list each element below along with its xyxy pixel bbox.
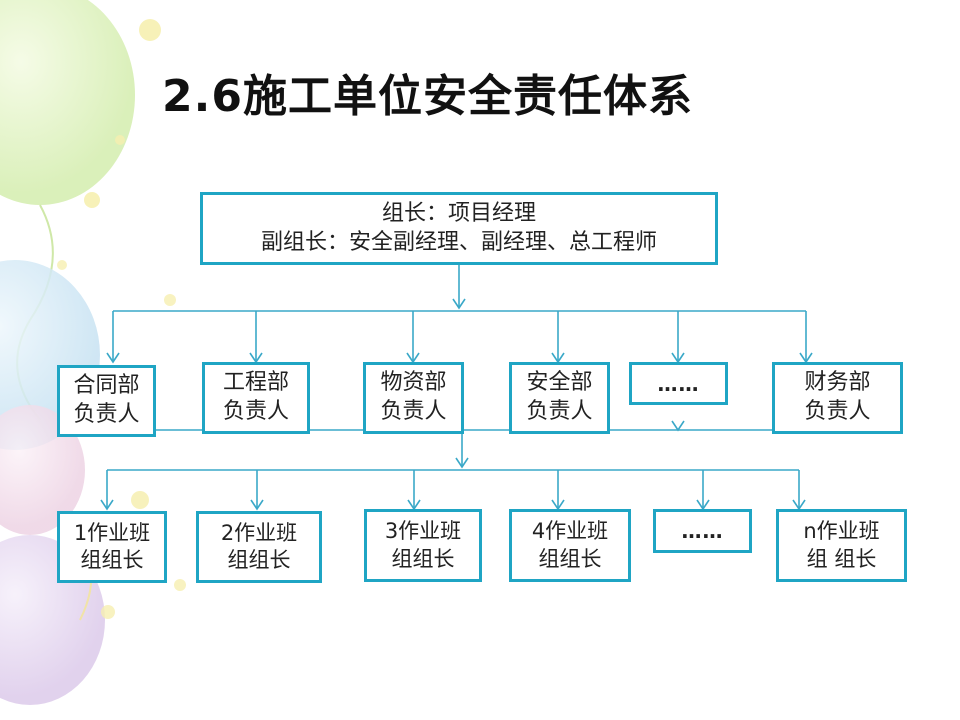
- team-box-2: 2作业班 组组长: [196, 511, 322, 583]
- department-role: 负责人: [804, 399, 871, 424]
- team-role: 组 组长: [806, 546, 877, 571]
- team-role: 组组长: [80, 548, 144, 572]
- department-role: 负责人: [380, 399, 447, 424]
- deputy-leader-line: 副组长：安全副经理、副经理、总工程师: [260, 229, 657, 255]
- department-role: 负责人: [73, 402, 140, 427]
- team-role: 组组长: [391, 546, 455, 571]
- department-name: 物资部: [380, 370, 447, 396]
- department-box-engineering: 工程部 负责人: [202, 362, 310, 434]
- team-box-4: 4作业班 组组长: [509, 509, 631, 582]
- department-box-finance: 财务部 负责人: [772, 362, 903, 434]
- team-box-n: n作业班 组 组长: [776, 509, 907, 582]
- team-box-more: ……: [653, 509, 752, 553]
- team-name: 3作业班: [384, 519, 462, 544]
- department-role: 负责人: [526, 399, 593, 424]
- ellipsis: ……: [681, 519, 724, 543]
- department-role: 负责人: [222, 399, 289, 424]
- department-box-contract: 合同部 负责人: [57, 365, 156, 437]
- team-role: 组组长: [538, 546, 602, 571]
- team-role: 组组长: [227, 548, 291, 572]
- department-name: 财务部: [804, 370, 871, 396]
- team-name: n作业班: [803, 519, 880, 544]
- page-title: 2.6施工单位安全责任体系: [162, 71, 693, 122]
- department-box-more: ……: [629, 362, 728, 405]
- ellipsis: ……: [657, 371, 700, 396]
- department-name: 工程部: [222, 370, 289, 396]
- team-box-1: 1作业班 组组长: [57, 511, 167, 583]
- department-name: 合同部: [73, 373, 140, 399]
- leader-box: 组长：项目经理 副组长：安全副经理、副经理、总工程师: [200, 192, 718, 265]
- team-name: 4作业班: [531, 519, 609, 544]
- team-name: 1作业班: [73, 520, 151, 545]
- department-box-safety: 安全部 负责人: [509, 362, 610, 434]
- department-name: 安全部: [526, 370, 593, 396]
- leader-line: 组长：项目经理: [381, 200, 536, 226]
- department-box-materials: 物资部 负责人: [363, 362, 464, 434]
- team-box-3: 3作业班 组组长: [364, 509, 482, 582]
- team-name: 2作业班: [220, 520, 298, 545]
